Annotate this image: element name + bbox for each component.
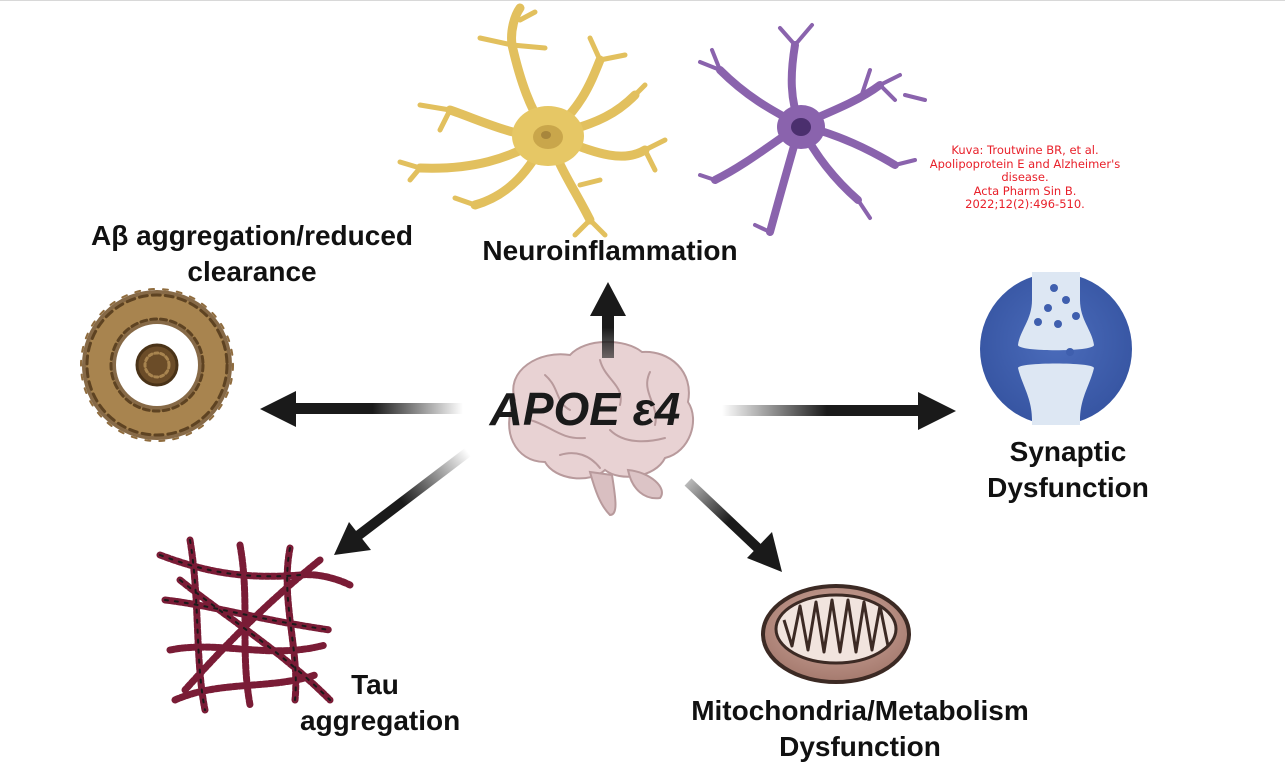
- label-mitochondria: Mitochondria/Metabolism Dysfunction: [691, 695, 1029, 762]
- image-citation: Kuva: Troutwine BR, et al. Apolipoprotei…: [929, 143, 1121, 211]
- arrow-to-abeta: [260, 391, 464, 427]
- mitochondrion-icon: [761, 584, 911, 684]
- arrow-to-tau: [334, 448, 472, 555]
- amyloid-plaque-icon: [80, 288, 234, 442]
- arrow-to-neuroinflammation: [590, 282, 626, 358]
- arrow-to-synaptic: [720, 392, 956, 430]
- microglia-nucleus: [791, 118, 811, 136]
- top-border: [0, 0, 1285, 1]
- label-synaptic: Synaptic Dysfunction: [987, 436, 1149, 503]
- brain-icon: [508, 340, 694, 517]
- arrow-to-mitochondria: [684, 478, 782, 572]
- synapse-icon: [980, 272, 1132, 425]
- label-abeta: Aβ aggregation/reduced clearance: [90, 220, 414, 287]
- label-tau: Tau aggregation: [300, 669, 461, 736]
- center-title: APOE ε4: [489, 383, 681, 435]
- astrocyte-nucleolus: [541, 131, 551, 139]
- label-neuroinflammation: Neuroinflammation: [482, 235, 738, 266]
- tau-tangle-icon: [156, 536, 354, 714]
